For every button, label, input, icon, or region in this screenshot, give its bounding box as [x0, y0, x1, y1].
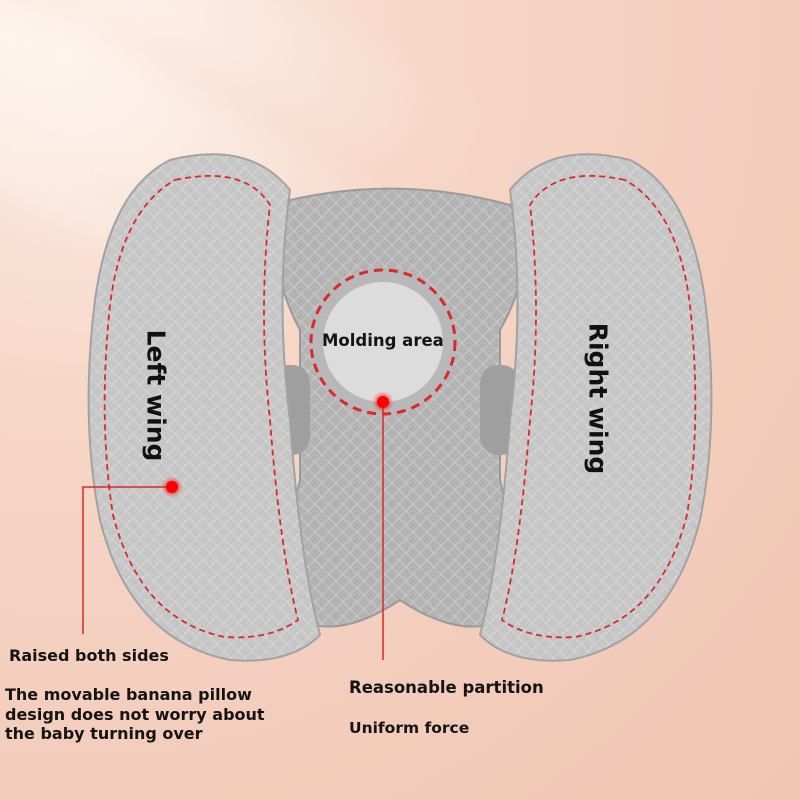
right-wing: [478, 153, 713, 662]
reasonable-partition-label: Reasonable partition: [349, 678, 544, 697]
description-text: The movable banana pillow design does no…: [5, 685, 265, 743]
left-wing: [87, 153, 322, 662]
uniform-force-label: Uniform force: [349, 719, 470, 737]
molding-area-label: Molding area: [322, 331, 444, 350]
right-wing-label: Right wing: [583, 322, 613, 475]
left-wing-label: Left wing: [141, 329, 171, 462]
center-callout: [372, 391, 394, 660]
raised-both-sides-label: Raised both sides: [9, 646, 169, 665]
molding-area: [309, 268, 457, 416]
left-callout: [82, 476, 183, 634]
